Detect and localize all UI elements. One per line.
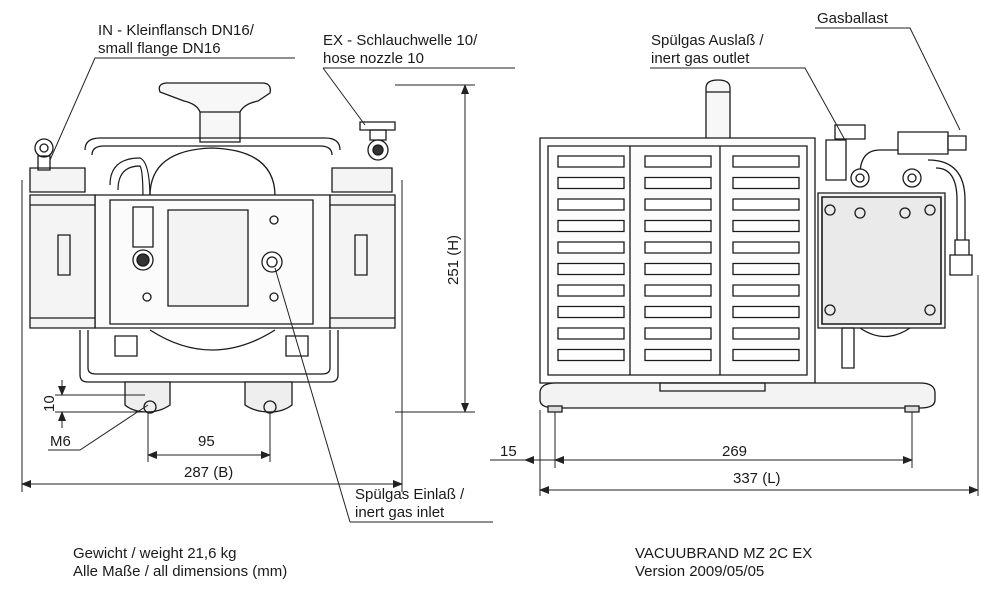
- vent-slot: [733, 264, 799, 275]
- dim-length: 337 (L): [733, 470, 781, 487]
- front-foot-left: [125, 382, 170, 412]
- vent-slot: [645, 264, 711, 275]
- vent-slot: [558, 328, 624, 339]
- footer-version: Version 2009/05/05: [635, 563, 765, 580]
- front-foot-right: [245, 382, 292, 412]
- callout-purge-inlet-line1: Spülgas Einlaß /: [355, 486, 465, 503]
- dimension-lines: [21, 28, 979, 522]
- vent-slot: [733, 178, 799, 189]
- side-cover: [540, 138, 815, 383]
- purge-inlet-fitting: [262, 252, 282, 272]
- vent-slot: [645, 178, 711, 189]
- vent-slot: [645, 156, 711, 167]
- front-view: [30, 83, 395, 413]
- dim-width: 287 (B): [184, 464, 234, 481]
- vent-slot: [733, 199, 799, 210]
- callout-exhaust-line2: hose nozzle 10: [323, 50, 424, 67]
- vent-slot: [733, 328, 799, 339]
- footer-units: Alle Maße / all dimensions (mm): [73, 563, 288, 580]
- dim-thread: M6: [50, 433, 71, 450]
- vent-slot: [645, 307, 711, 318]
- vent-slot: [558, 264, 624, 275]
- vent-slot: [558, 221, 624, 232]
- dim-foot-spacing-front: 95: [198, 433, 215, 450]
- vent-slot: [645, 199, 711, 210]
- front-label-plate: [168, 210, 248, 306]
- callout-exhaust-line1: EX - Schlauchwelle 10/: [323, 32, 478, 49]
- callout-inlet-line1: IN - Kleinflansch DN16/: [98, 22, 254, 39]
- vent-slot: [558, 178, 624, 189]
- vent-slot: [558, 307, 624, 318]
- vent-slot: [558, 285, 624, 296]
- purge-outlet-fitting: [851, 169, 869, 187]
- vent-slot: [733, 242, 799, 253]
- vent-slot: [558, 156, 624, 167]
- vent-slot: [645, 242, 711, 253]
- vent-slot: [733, 285, 799, 296]
- vent-slot: [733, 307, 799, 318]
- vent-slot: [645, 285, 711, 296]
- vent-slot: [558, 199, 624, 210]
- dim-foot-spacing-side: 269: [722, 443, 748, 460]
- vent-slot: [733, 156, 799, 167]
- footer-model: VACUUBRAND MZ 2C EX: [635, 545, 813, 562]
- vent-slot: [645, 221, 711, 232]
- vent-slot: [733, 221, 799, 232]
- vent-slot: [645, 328, 711, 339]
- vent-slot: [558, 350, 624, 361]
- callout-inlet-line2: small flange DN16: [98, 40, 221, 57]
- callout-purge-outlet-line1: Spülgas Auslaß /: [651, 32, 764, 49]
- side-view: [540, 80, 972, 412]
- side-base: [540, 383, 935, 408]
- vent-slot: [733, 350, 799, 361]
- footer-weight: Gewicht / weight 21,6 kg: [73, 545, 237, 562]
- dim-overhang: 15: [500, 443, 517, 460]
- dim-foot-height: 10: [41, 395, 58, 412]
- vent-slots: [558, 156, 799, 361]
- vent-slot: [645, 350, 711, 361]
- side-handle: [706, 80, 730, 140]
- callout-purge-outlet-line2: inert gas outlet: [651, 50, 750, 67]
- dim-height: 251 (H): [445, 234, 462, 285]
- vent-slot: [558, 242, 624, 253]
- callout-gas-ballast: Gasballast: [817, 10, 888, 27]
- gas-ballast-fitting: [898, 132, 948, 154]
- callout-purge-inlet-line2: inert gas inlet: [355, 504, 445, 521]
- inlet-fitting: [35, 139, 53, 157]
